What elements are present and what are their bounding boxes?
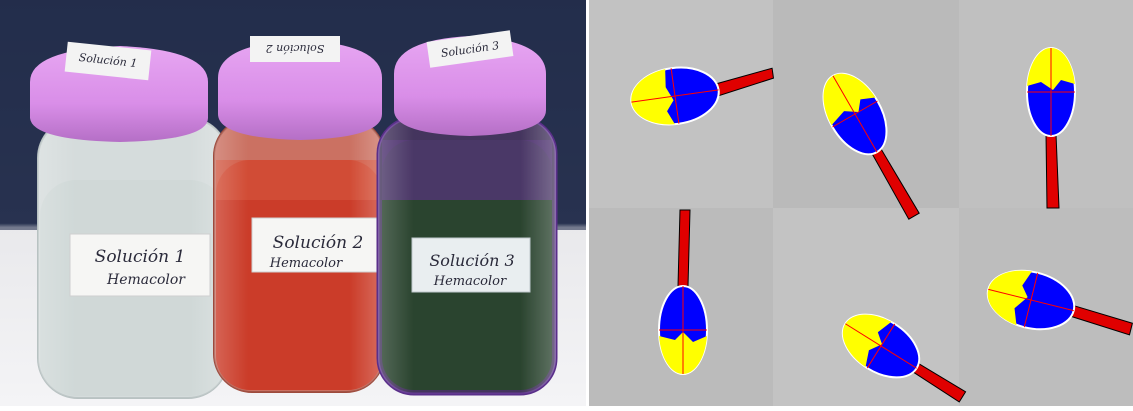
sperm-cell-1 [630, 66, 775, 126]
bottle-2-cap-tag [250, 36, 340, 62]
bottle-2-label [251, 217, 383, 273]
cell-4-tail [677, 209, 691, 287]
bottle-1-label-line2: Hemacolor [106, 272, 186, 288]
bottle-1-label-line1: Solución 1 [95, 247, 186, 267]
bottle-3-label-line1: Solución 3 [429, 251, 514, 270]
bottle-3-cap-tag [426, 30, 514, 68]
sperm-cell-5 [841, 313, 967, 403]
bottle-2: Solución 2 Solución 2 Hemacolor [213, 36, 385, 393]
sperm-cell-6 [986, 269, 1133, 336]
bottle-1: Solución 1 Solución 1 Hemacolor [30, 41, 229, 399]
sperm-cell-2 [822, 72, 920, 220]
bottle-2-cap-text: Solución 2 [266, 42, 325, 55]
bottle-2-label-line2: Hemacolor [269, 256, 343, 271]
cell-1-acrosome [631, 69, 675, 125]
bottle-3-label-line2: Hemacolor [433, 274, 507, 289]
bottles-photo: Solución 1 Solución 1 Hemacolor Solución… [0, 0, 586, 406]
cell-5-acrosome [842, 314, 892, 367]
bottle-1-cap-text: Solución 1 [78, 51, 138, 70]
cell-2-acrosome [823, 73, 876, 126]
bottle-3: Solución 3 Solución 3 Hemacolor [376, 30, 558, 396]
segmentation-grid [589, 0, 1133, 406]
sperm-cell-3 [1026, 47, 1076, 209]
bottle-1-label [69, 233, 211, 297]
bottle-3-label [411, 237, 531, 293]
bottle-1-cap-tag [64, 41, 152, 81]
cell-6-acrosome [987, 270, 1032, 326]
sperm-cell-4 [658, 209, 708, 375]
bottle-2-label-line1: Solución 2 [273, 233, 364, 253]
